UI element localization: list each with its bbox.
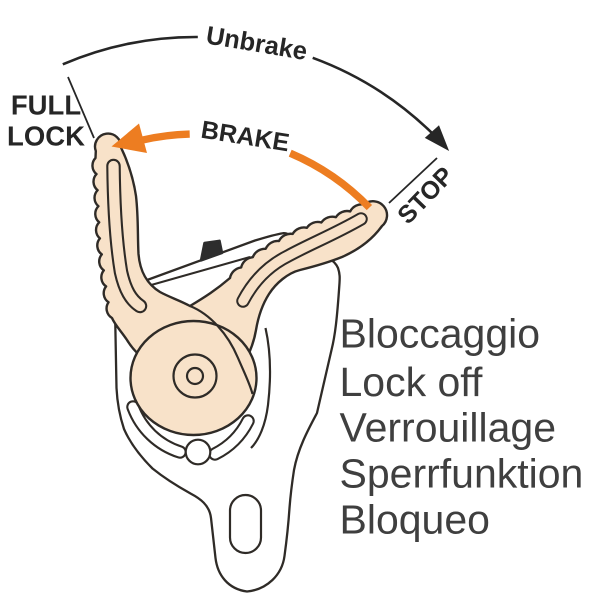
svg-text:Verrouillage: Verrouillage (340, 405, 557, 451)
svg-text:Bloqueo: Bloqueo (340, 497, 490, 543)
svg-text:Lock off: Lock off (340, 359, 483, 405)
svg-text:Bloccaggio: Bloccaggio (340, 311, 541, 357)
svg-text:FULL: FULL (11, 90, 81, 121)
svg-text:LOCK: LOCK (7, 121, 85, 152)
svg-text:Sperrfunktion: Sperrfunktion (340, 451, 584, 497)
